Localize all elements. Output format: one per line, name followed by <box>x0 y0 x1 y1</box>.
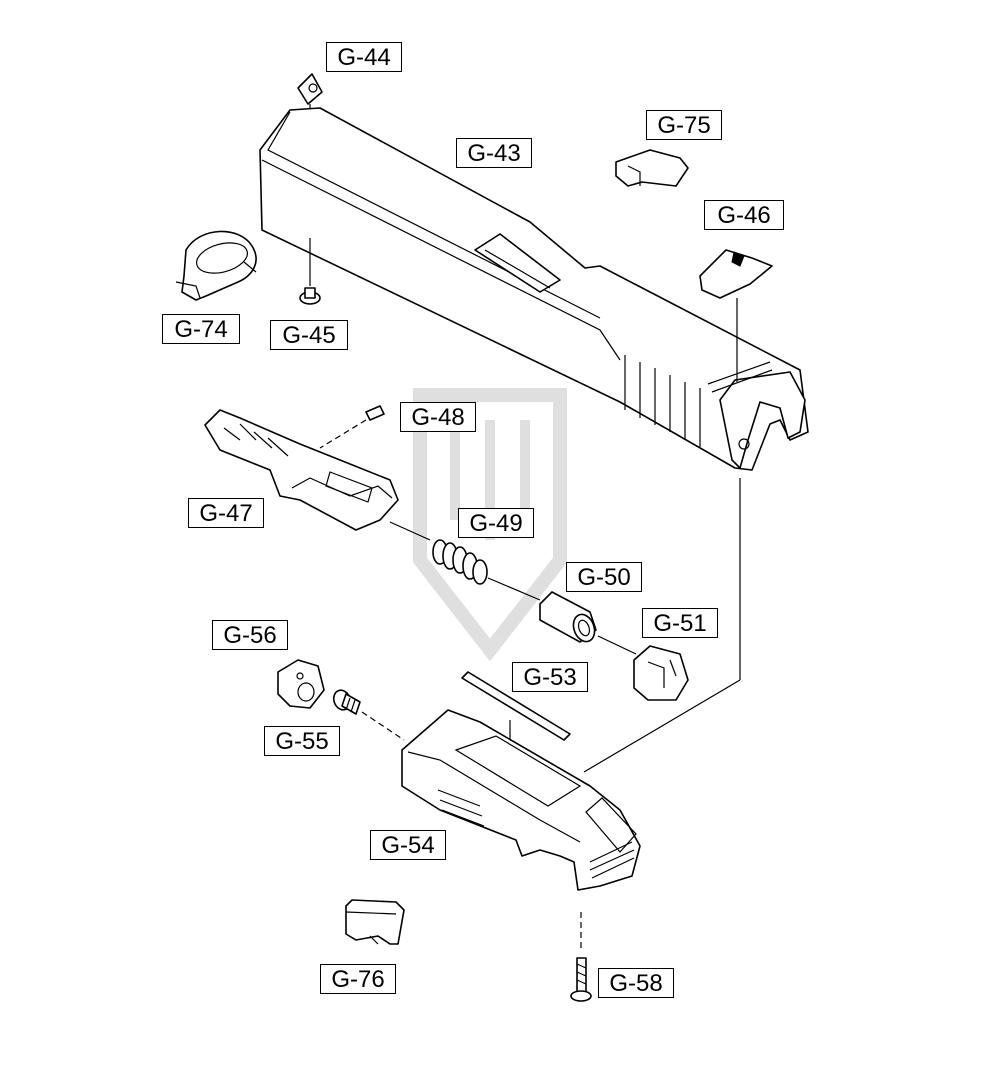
label-g48: G-48 <box>400 402 476 432</box>
part-g51 <box>633 645 689 701</box>
label-g56: G-56 <box>212 620 288 650</box>
part-g55-screw <box>332 689 405 741</box>
label-g50: G-50 <box>566 562 642 592</box>
watermark-logo <box>413 388 567 662</box>
part-g76 <box>345 899 405 945</box>
label-g53: G-53 <box>512 662 588 692</box>
part-g48-screw <box>319 405 385 449</box>
label-g49: G-49 <box>458 508 534 538</box>
part-g49-spring <box>432 539 541 601</box>
part-g58-screw <box>570 912 592 1002</box>
label-g76: G-76 <box>320 964 396 994</box>
label-g58: G-58 <box>598 968 674 998</box>
label-g74: G-74 <box>162 314 240 344</box>
label-g47: G-47 <box>188 498 264 528</box>
part-g54-base <box>401 478 741 891</box>
part-g43-slide <box>259 107 809 471</box>
part-g56 <box>277 659 325 709</box>
part-g46-rear-sight <box>699 249 773 382</box>
label-g44: G-44 <box>326 42 402 72</box>
part-g74 <box>175 230 257 301</box>
label-g46: G-46 <box>704 200 784 230</box>
label-g51: G-51 <box>642 608 718 638</box>
part-g50-nozzle <box>539 591 637 655</box>
label-g43: G-43 <box>456 138 532 168</box>
label-g75: G-75 <box>646 110 722 140</box>
part-g75 <box>615 149 689 187</box>
label-g54: G-54 <box>370 830 446 860</box>
part-g47-barrel-assembly <box>204 409 431 541</box>
label-g55: G-55 <box>264 726 340 756</box>
part-g45-screw <box>299 238 321 305</box>
label-g45: G-45 <box>270 320 348 350</box>
